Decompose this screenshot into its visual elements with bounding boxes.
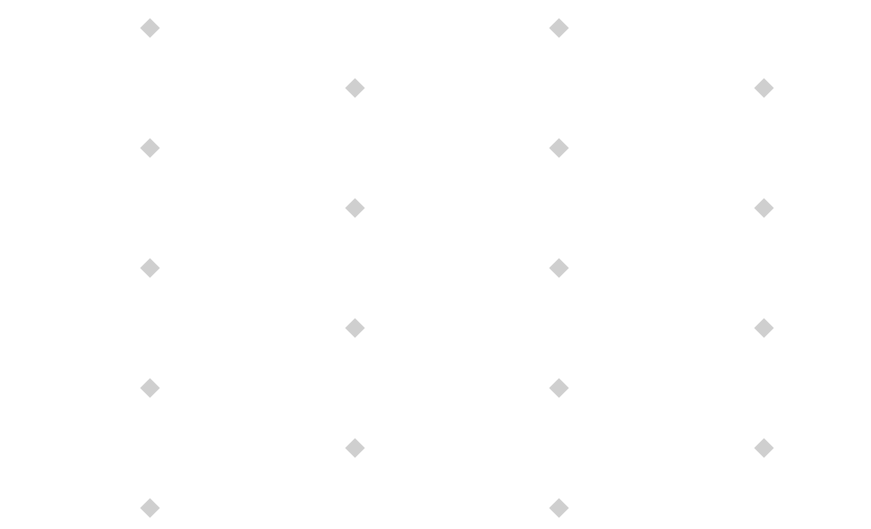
diamond-icon <box>754 78 774 98</box>
diamond-icon <box>754 318 774 338</box>
diamond-icon <box>345 318 365 338</box>
diamond-icon <box>549 18 569 38</box>
diamond-icon <box>345 438 365 458</box>
diamond-icon <box>140 378 160 398</box>
diamond-icon <box>140 258 160 278</box>
diamond-icon <box>549 138 569 158</box>
diamond-icon <box>754 198 774 218</box>
diamond-icon <box>345 78 365 98</box>
diamond-icon <box>549 378 569 398</box>
diamond-icon <box>140 18 160 38</box>
diamond-icon <box>754 438 774 458</box>
diamond-icon <box>549 258 569 278</box>
diamond-icon <box>549 498 569 518</box>
diamond-icon <box>140 138 160 158</box>
diamond-icon <box>345 198 365 218</box>
diamond-icon <box>140 498 160 518</box>
